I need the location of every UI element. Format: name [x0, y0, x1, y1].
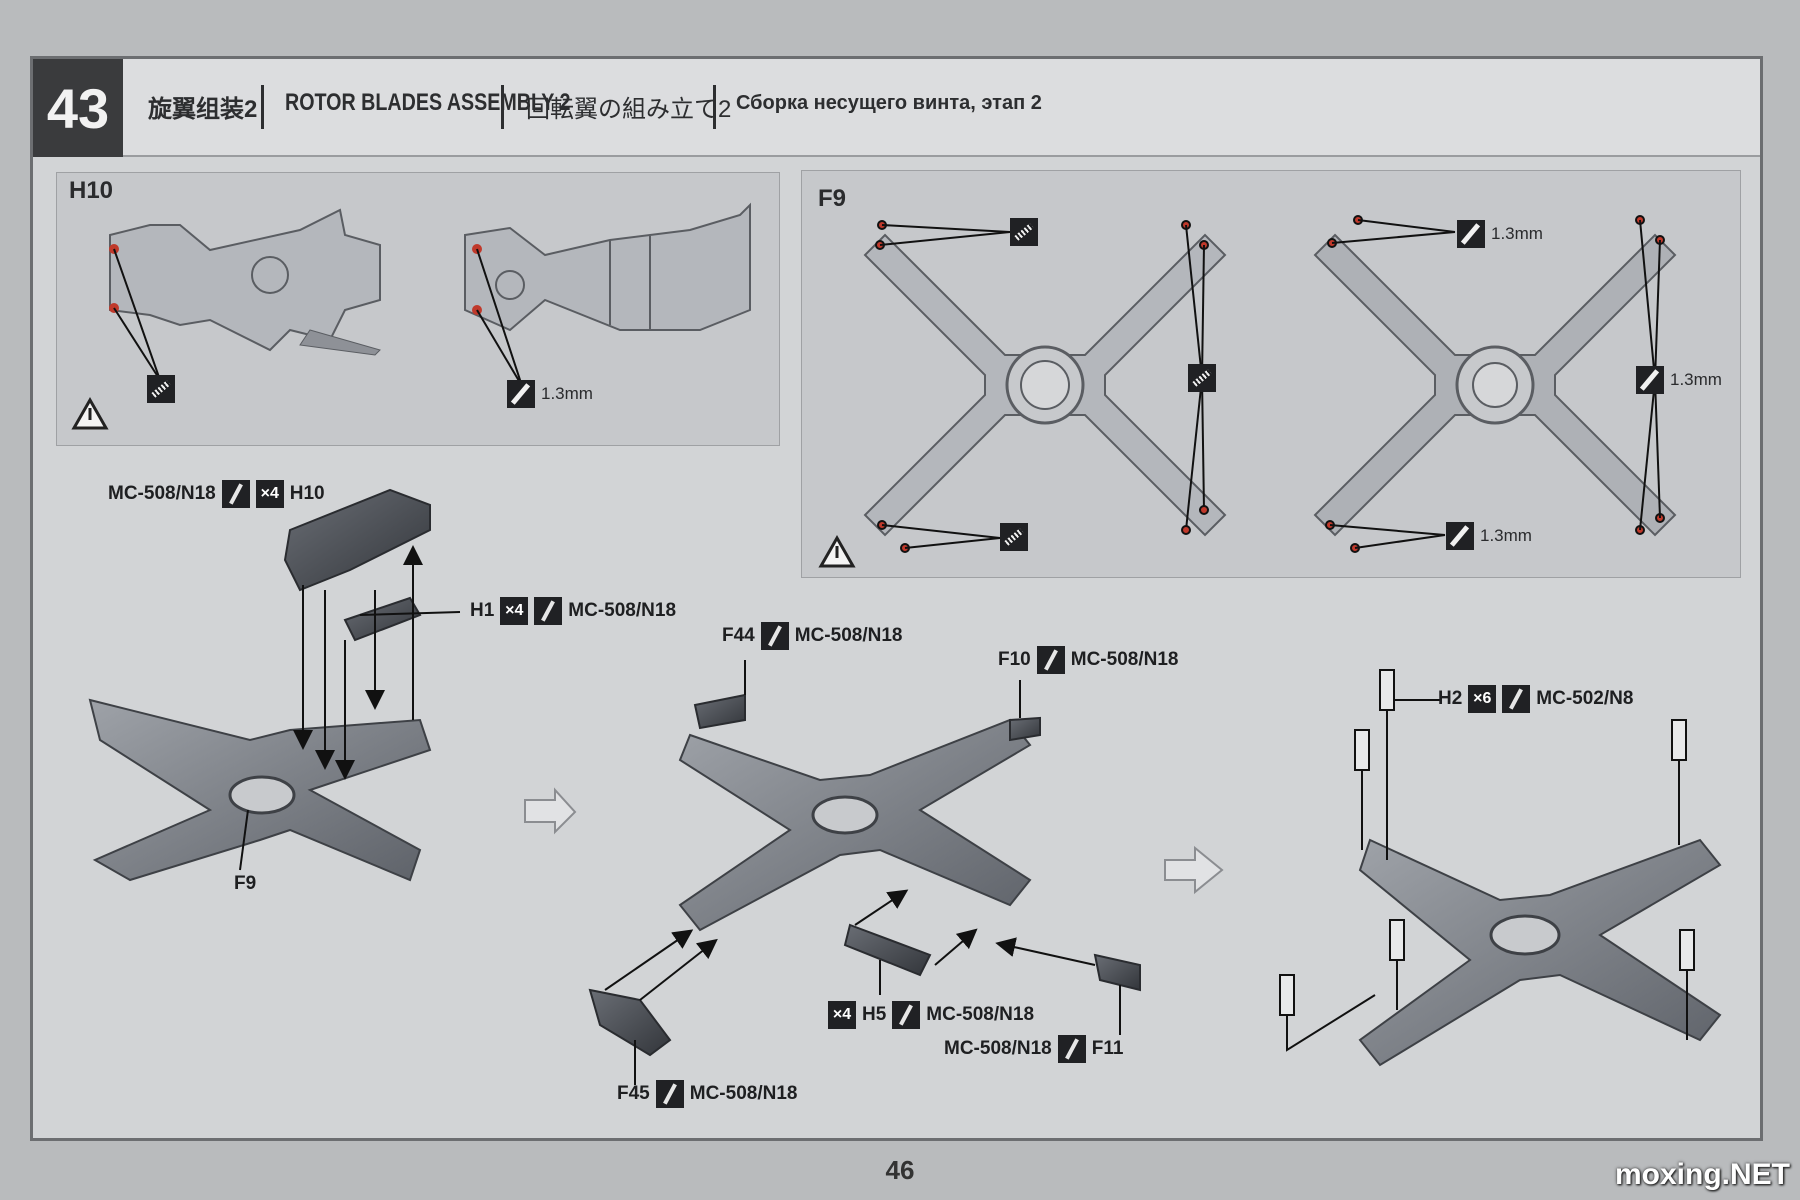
panel-h10-label: H10 — [69, 177, 114, 204]
file-tool-icon — [1188, 364, 1216, 392]
f45-part-callout: F45 MC-508/N18 — [617, 1080, 797, 1108]
f11-part-callout: MC-508/N18 F11 — [944, 1035, 1123, 1063]
part-id: F10 — [998, 649, 1031, 670]
title-separator — [501, 85, 504, 129]
part-id: F45 — [617, 1083, 650, 1104]
f9-cut-callout: 1.3mm — [1446, 522, 1532, 550]
tool-code: MC-508/N18 — [689, 1083, 798, 1104]
knife-icon — [1446, 522, 1474, 550]
file-tool-icon — [1010, 218, 1038, 246]
tool-icon — [1036, 646, 1065, 674]
quantity-badge: ×4 — [255, 480, 284, 508]
f9-cut-callout: 1.3mm — [1457, 220, 1543, 248]
part-id: H1 — [470, 600, 495, 621]
tool-code: MC-508/N18 — [108, 483, 216, 504]
part-id: F11 — [1091, 1038, 1124, 1059]
part-id: H5 — [862, 1004, 887, 1025]
assembly-step-b — [588, 660, 1141, 1085]
watermark: moxing.NET — [1614, 1158, 1790, 1191]
flow-arrows — [524, 787, 1224, 895]
tool-icon — [1502, 685, 1531, 713]
knife-icon — [507, 380, 535, 408]
assembly-step-c — [1279, 669, 1722, 1067]
part-id: F9 — [234, 873, 257, 894]
warning-icon — [71, 396, 856, 568]
tool-code: MC-508/N18 — [926, 1004, 1035, 1025]
title-japanese: 回転翼の組み立て2 — [526, 96, 732, 123]
h5-part-callout: ×4 H5 MC-508/N18 — [828, 1001, 1034, 1029]
panel-f9-label: F9 — [818, 185, 847, 212]
measure-label: 1.3mm — [541, 384, 593, 403]
h10-cut-callout: 1.3mm — [507, 380, 593, 408]
h10-part-front-view — [109, 208, 381, 356]
part-id: F44 — [722, 625, 755, 646]
f9-cut-callout: 1.3mm — [1636, 366, 1722, 394]
tool-icon — [534, 597, 563, 625]
part-id: H10 — [289, 483, 325, 504]
quantity-badge: ×4 — [828, 1001, 856, 1029]
file-tool-icon — [1000, 523, 1028, 551]
tool-icon — [892, 1001, 921, 1029]
tool-icon — [655, 1080, 684, 1108]
f9-part-callout: F9 — [234, 873, 256, 895]
tool-icon — [760, 622, 789, 650]
f10-part-callout: F10 MC-508/N18 — [998, 646, 1178, 674]
title-chinese: 旋翼组装2 — [148, 96, 258, 123]
title-russian: Сборка несущего винта, этап 2 — [736, 92, 1042, 114]
f9-frame-front-view — [863, 233, 1227, 537]
tool-code: MC-508/N18 — [794, 625, 903, 646]
tool-code: MC-508/N18 — [1070, 649, 1179, 670]
quantity-badge: ×4 — [500, 597, 529, 625]
tool-icon — [221, 480, 250, 508]
gate-marks-f9-front — [875, 220, 1209, 553]
file-tool-icon — [147, 375, 175, 403]
assembly-step-a — [88, 488, 461, 882]
quantity-badge: ×6 — [1468, 685, 1497, 713]
page-number: 46 — [885, 1155, 915, 1185]
knife-icon — [1457, 220, 1485, 248]
part-id: H2 — [1438, 688, 1463, 709]
step-header: 43 旋翼组装2 ROTOR BLADES ASSEMBLY 2 回転翼の組み立… — [33, 59, 1760, 157]
tool-code: MC-508/N18 — [568, 600, 677, 621]
h10-part-callout: MC-508/N18 ×4 H10 — [108, 480, 325, 508]
f44-part-callout: F44 MC-508/N18 — [722, 622, 902, 650]
tool-code: MC-508/N18 — [944, 1038, 1052, 1059]
tool-icon — [1057, 1035, 1086, 1063]
gate-marks-h10 — [109, 244, 523, 387]
knife-icon — [1636, 366, 1664, 394]
title-separator — [261, 85, 264, 129]
measure-label: 1.3mm — [1491, 224, 1543, 243]
h2-part-callout: H2 ×6 MC-502/N8 — [1438, 685, 1633, 713]
title-english: ROTOR BLADES ASSEMBLY 2 — [285, 89, 571, 116]
h1-part-callout: H1 ×4 MC-508/N18 — [470, 597, 676, 625]
measure-label: 1.3mm — [1670, 370, 1722, 389]
title-separator — [713, 85, 716, 129]
step-number: 43 — [33, 59, 123, 157]
f9-frame-rear-view — [1313, 233, 1677, 537]
h10-part-rear-view — [464, 202, 751, 332]
gate-marks-f9-rear — [1325, 215, 1665, 553]
measure-label: 1.3mm — [1480, 526, 1532, 545]
tool-code: MC-502/N8 — [1536, 688, 1634, 709]
